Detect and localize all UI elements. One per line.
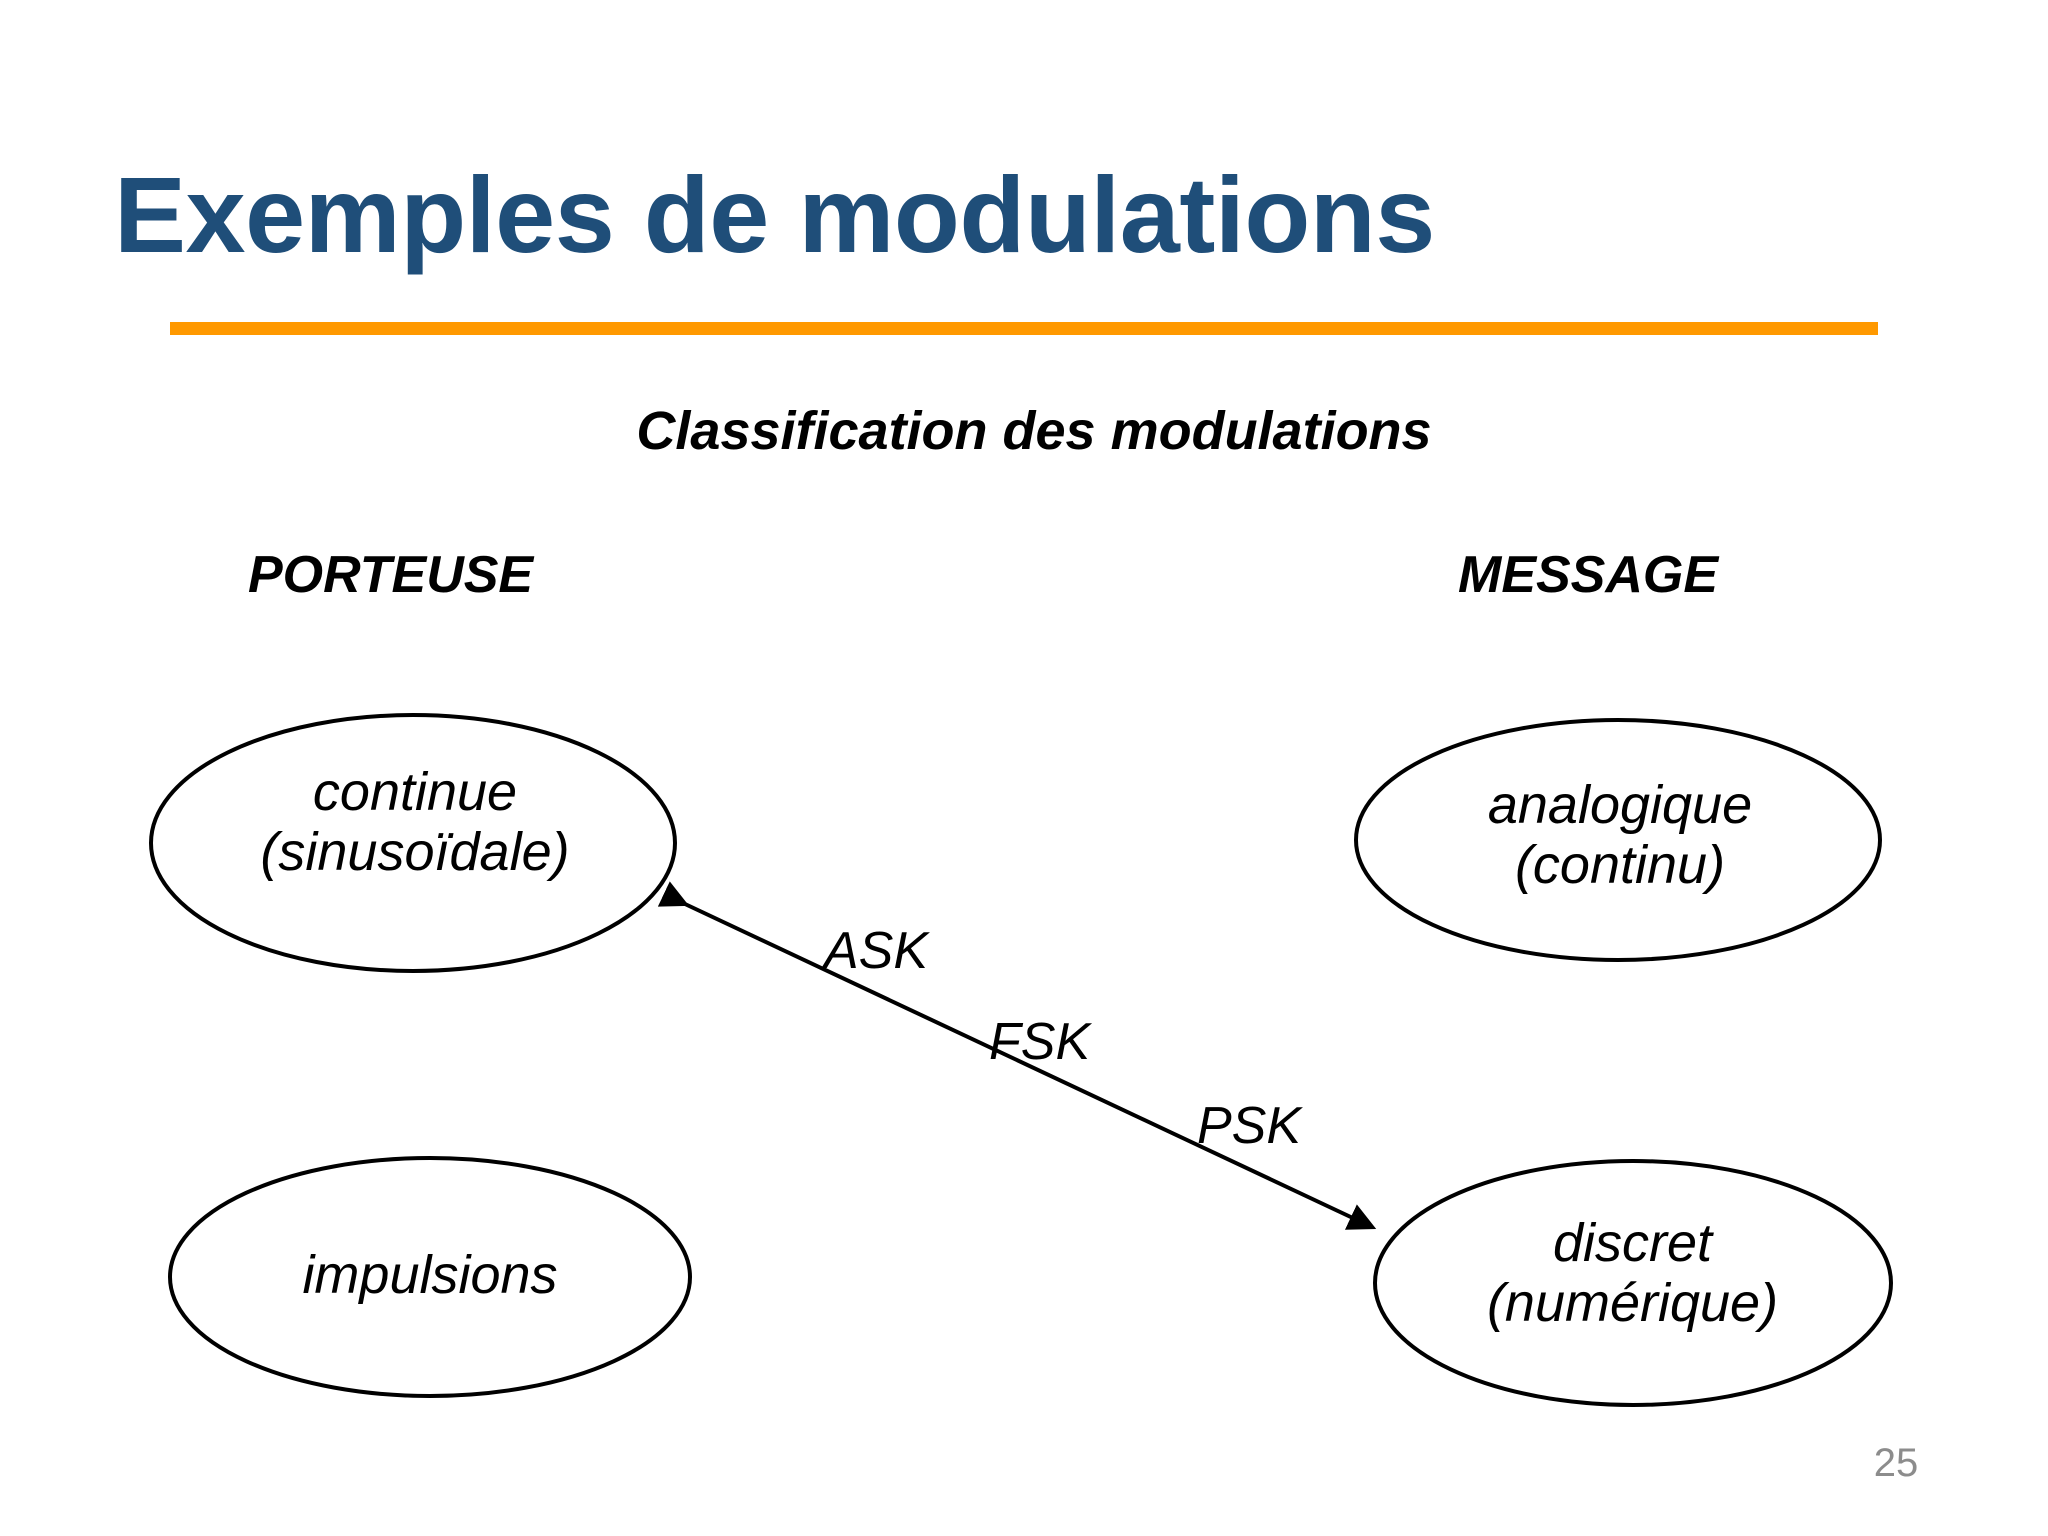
edge-label-ask: ASK	[824, 922, 929, 980]
node-ellipse-discret[interactable]	[1373, 1159, 1893, 1407]
page-number: 25	[1873, 1441, 1919, 1485]
edge-label-fsk: FSK	[989, 1013, 1091, 1071]
node-ellipse-analogique[interactable]	[1354, 718, 1882, 962]
node-ellipse-continue[interactable]	[149, 713, 677, 973]
page-title: Exemples de modulations	[114, 154, 1435, 275]
title-underline-rule	[170, 322, 1878, 335]
edge-label-psk: PSK	[1197, 1097, 1302, 1155]
column-header-message: MESSAGE	[1458, 546, 1719, 604]
node-ellipse-impulsions[interactable]	[168, 1156, 692, 1398]
edge-continue-discret[interactable]	[657, 881, 1377, 1230]
column-header-porteuse: PORTEUSE	[248, 546, 534, 604]
subtitle: Classification des modulations	[636, 401, 1432, 461]
